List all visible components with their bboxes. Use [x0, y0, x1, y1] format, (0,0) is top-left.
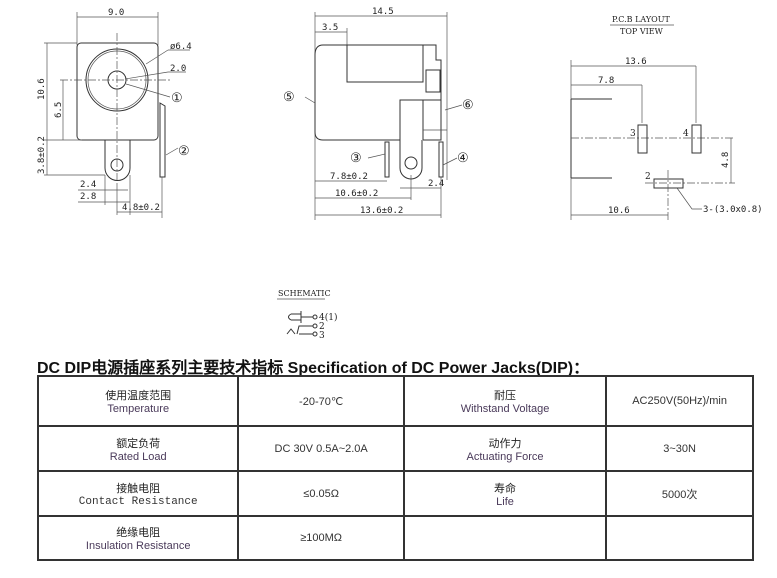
svg-text:2.4: 2.4	[428, 179, 444, 189]
pcb-layout: P.C.B LAYOUT TOP VIEW 13.6 7.8 3 4 4.8 2…	[570, 15, 763, 220]
svg-text:2: 2	[319, 322, 325, 332]
svg-text:⑤: ⑤	[283, 90, 295, 105]
svg-text:①: ①	[171, 91, 183, 106]
svg-text:4(1): 4(1)	[319, 312, 337, 323]
svg-text:4.8: 4.8	[721, 152, 731, 168]
spec-title: DC DIP电源插座系列主要技术指标 Specification of DC P…	[37, 360, 590, 377]
param-en: Temperature	[107, 403, 170, 415]
param-value: DC 30V 0.5A~2.0A	[237, 425, 405, 472]
svg-text:7.8±0.2: 7.8±0.2	[330, 172, 368, 182]
param-value: 5000次	[605, 470, 754, 517]
svg-text:14.5: 14.5	[372, 7, 394, 17]
svg-text:10.6: 10.6	[37, 78, 47, 100]
svg-text:④: ④	[457, 151, 469, 166]
svg-text:SCHEMATIC: SCHEMATIC	[278, 289, 331, 298]
param-value: AC250V(50Hz)/min	[605, 375, 754, 427]
svg-text:3.5: 3.5	[322, 23, 338, 33]
param-en: Rated Load	[109, 450, 167, 463]
param-cn: 寿命	[494, 482, 517, 495]
svg-text:3: 3	[319, 331, 325, 341]
svg-text:3-(3.0x0.8): 3-(3.0x0.8)	[703, 205, 763, 215]
svg-text:⑥: ⑥	[462, 98, 474, 113]
param-value: ≤0.05Ω	[237, 470, 405, 517]
svg-text:4: 4	[683, 129, 689, 139]
svg-text:3.8±0.2: 3.8±0.2	[37, 136, 47, 174]
svg-text:2.4: 2.4	[80, 180, 96, 190]
svg-text:7.8: 7.8	[598, 76, 614, 86]
param-en: Contact Resistance	[78, 495, 198, 508]
svg-text:2.0: 2.0	[170, 64, 186, 74]
svg-text:2: 2	[645, 172, 651, 182]
side-view: 14.5 3.5 ⑤ ⑥ ③ ④ 2.4 7.8±0.2 10.6±0.2 13…	[283, 7, 474, 220]
svg-text:9.0: 9.0	[108, 8, 124, 18]
svg-text:③: ③	[350, 151, 362, 166]
schematic: SCHEMATIC 4(1) 2 3	[277, 289, 337, 341]
svg-text:13.6: 13.6	[625, 57, 647, 67]
param-en: Withstand Voltage	[460, 403, 550, 415]
param-value: ≥100MΩ	[237, 515, 405, 561]
svg-text:13.6±0.2: 13.6±0.2	[360, 206, 403, 216]
mechanical-drawing: 9.0 ø6.4 2.0 ① ② 10.6 6.5 3.8±0.2 2.4 2.…	[37, 7, 763, 341]
param-value: -20-70℃	[237, 375, 405, 427]
svg-text:ø6.4: ø6.4	[170, 42, 192, 52]
param-cn: 耐压	[494, 390, 517, 402]
param-cn: 额定负荷	[116, 437, 161, 450]
param-cn: 动作力	[488, 437, 522, 450]
param-en: Life	[496, 495, 514, 508]
param-value	[605, 515, 754, 561]
param-en: Actuating Force	[466, 450, 544, 463]
param-value: 3~30N	[605, 425, 754, 472]
svg-text:P.C.B LAYOUT: P.C.B LAYOUT	[612, 15, 670, 24]
param-cn: 接触电阻	[116, 482, 161, 495]
front-view: 9.0 ø6.4 2.0 ① ② 10.6 6.5 3.8±0.2 2.4 2.…	[37, 8, 192, 218]
svg-text:6.5: 6.5	[54, 102, 64, 118]
svg-text:10.6±0.2: 10.6±0.2	[335, 189, 378, 199]
param-en: Insulation Resistance	[85, 540, 191, 552]
svg-text:TOP VIEW: TOP VIEW	[620, 27, 664, 36]
svg-text:10.6: 10.6	[608, 206, 630, 216]
svg-text:②: ②	[178, 144, 190, 159]
svg-text:3: 3	[630, 129, 636, 139]
param-cn: 绝缘电阻	[116, 527, 161, 539]
param-cn: 使用温度范围	[105, 390, 172, 402]
svg-text:2.8: 2.8	[80, 192, 96, 202]
svg-text:4.8±0.2: 4.8±0.2	[122, 203, 160, 213]
